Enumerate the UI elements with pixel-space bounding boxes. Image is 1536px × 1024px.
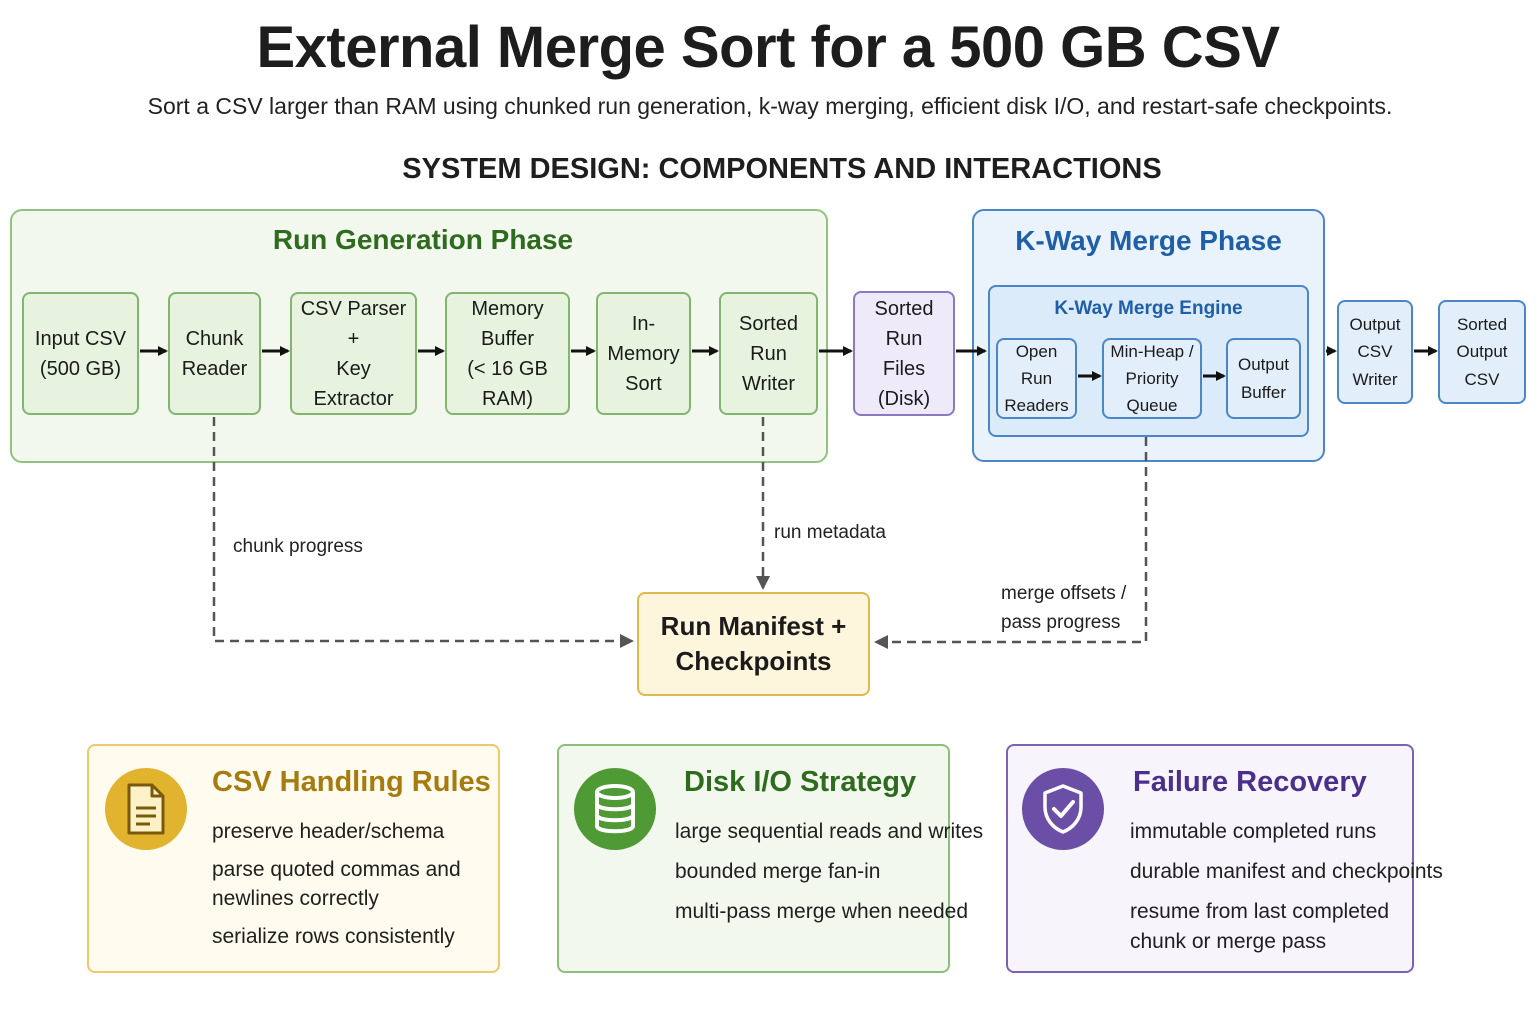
sorted-run-files-line3: (Disk) [877,387,931,410]
output-csv-writer-line2: Writer [1352,369,1398,389]
disk-io-rule-1: large sequential reads and writes [675,820,984,843]
open-run-readers-line2: Readers [1004,396,1069,416]
run-manifest-node: Run Manifest + Checkpoints [637,592,870,696]
k-way-merge-phase-title: K-Way Merge Phase [1015,225,1282,256]
in-memory-sort-line2: Sort [625,372,662,395]
disk-io-rule-3: multi-pass merge when needed [675,900,968,923]
section-heading: SYSTEM DESIGN: COMPONENTS AND INTERACTIO… [402,153,1162,185]
recovery-rule-1: immutable completed runs [1130,820,1377,843]
run-manifest-line1: Run Manifest + [660,610,847,641]
page-subtitle: Sort a CSV larger than RAM using chunked… [147,93,1393,119]
recovery-rule-2: durable manifest and checkpoints [1130,860,1443,883]
chunk-reader-line1: Chunk [185,327,244,350]
min-heap-line2: Priority Queue [1125,368,1179,416]
min-heap-node: Min-Heap / Priority Queue [1102,338,1202,419]
input-csv-line1: Input CSV [34,327,127,350]
csv-rule-3: serialize rows consistently [212,925,455,948]
shield-check-icon [1022,768,1104,850]
recovery-rule-3a: resume from last completed [1130,900,1390,923]
csv-handling-title: CSV Handling Rules [212,766,491,798]
csv-parser-line2: Key Extractor [313,357,394,410]
memory-buffer-line2: (< 16 GB RAM) [467,357,548,410]
in-memory-sort-line1: In-Memory [607,312,680,365]
sorted-run-writer-line2: Writer [742,372,795,395]
document-icon [105,768,187,850]
failure-recovery-title: Failure Recovery [1133,766,1367,798]
run-generation-phase-title: Run Generation Phase [272,224,574,255]
disk-io-rule-2: bounded merge fan-in [675,860,881,883]
sorted-run-files-line2: Files [882,357,926,380]
csv-rule-2b: newlines correctly [212,887,379,910]
run-manifest-line2: Checkpoints [675,646,832,676]
csv-rule-1: preserve header/schema [212,820,445,843]
disk-io-title: Disk I/O Strategy [684,766,917,798]
input-csv-node: Input CSV (500 GB) [22,292,139,415]
csv-parser-line1: CSV Parser + [300,297,407,350]
open-run-readers-line1: Open Run [1015,341,1058,388]
memory-buffer-node: Memory Buffer (< 16 GB RAM) [445,292,570,415]
merge-offsets-label: merge offsets / pass progress [1001,580,1126,637]
k-way-merge-engine-title: K-Way Merge Engine [1054,298,1243,319]
memory-buffer-line1: Memory Buffer [471,297,544,350]
database-icon [574,768,656,850]
output-csv-writer-line1: Output CSV [1349,315,1401,362]
min-heap-line1: Min-Heap / [1110,341,1194,361]
input-csv-line2: (500 GB) [39,357,122,380]
recovery-rule-3b: chunk or merge pass [1130,930,1327,953]
run-metadata-label: run metadata [774,522,886,543]
chunk-reader-line2: Reader [181,357,248,380]
output-csv-writer-node: Output CSV Writer [1337,300,1413,404]
merge-offsets-line2: pass progress [1001,611,1121,633]
sorted-run-writer-line1: Sorted Run [739,312,798,365]
sorted-output-csv-line1: Sorted [1456,315,1508,335]
merge-offsets-line1: merge offsets / [1001,583,1127,604]
output-buffer-line2: Buffer [1240,382,1287,402]
chunk-progress-label: chunk progress [233,536,363,557]
page-title: External Merge Sort for a 500 GB CSV [256,15,1280,80]
sorted-run-files-line1: Sorted Run [874,297,934,350]
csv-parser-node: CSV Parser + Key Extractor [290,292,417,415]
output-buffer-line1: Output [1237,355,1290,375]
sorted-output-csv-line2: Output CSV [1456,342,1508,389]
csv-rule-2a: parse quoted commas and [212,858,461,881]
